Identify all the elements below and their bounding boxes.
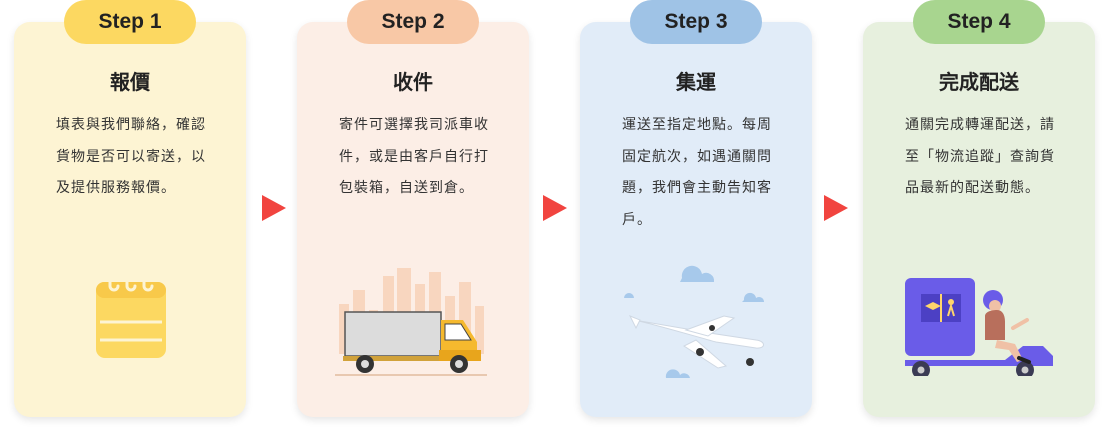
step-description: 運送至指定地點。每周固定航次，如遇通關問題，我們會主動告知客戶。 — [622, 117, 772, 228]
step-card-3: 集運 運送至指定地點。每周固定航次，如遇通關問題，我們會主動告知客戶。 — [580, 22, 812, 417]
step-badge-3: Step 3 — [630, 0, 762, 44]
step-description: 通關完成轉運配送，請至「物流追蹤」查詢貨品最新的配送動態。 — [905, 117, 1055, 196]
step-card-4: 完成配送 通關完成轉運配送，請至「物流追蹤」查詢貨品最新的配送動態。 — [863, 22, 1095, 417]
step-badge-1: Step 1 — [64, 0, 196, 44]
step-title: 集運 — [676, 70, 716, 94]
arrow-right-icon — [262, 195, 286, 221]
step-badge-2: Step 2 — [347, 0, 479, 44]
step-title: 收件 — [393, 70, 433, 94]
arrow-right-icon — [543, 195, 567, 221]
step-description: 寄件可選擇我司派車收件，或是由客戶自行打包裝箱，自送到倉。 — [339, 117, 489, 196]
delivery-scooter-icon — [905, 278, 1053, 376]
step-title: 完成配送 — [939, 70, 1019, 94]
delivery-truck-icon — [335, 268, 487, 376]
step-card-2: 收件 寄件可選擇我司派車收件，或是由客戶自行打包裝箱，自送到倉。 — [297, 22, 529, 417]
step-badge-4: Step 4 — [913, 0, 1045, 44]
airplane-icon — [624, 265, 764, 378]
step-description: 填表與我們聯絡，確認貨物是否可以寄送，以及提供服務報價。 — [56, 117, 206, 196]
calendar-icon — [96, 272, 166, 358]
arrow-right-icon — [824, 195, 848, 221]
step-card-1: 報價 填表與我們聯絡，確認貨物是否可以寄送，以及提供服務報價。 — [14, 22, 246, 417]
step-title: 報價 — [110, 70, 150, 94]
